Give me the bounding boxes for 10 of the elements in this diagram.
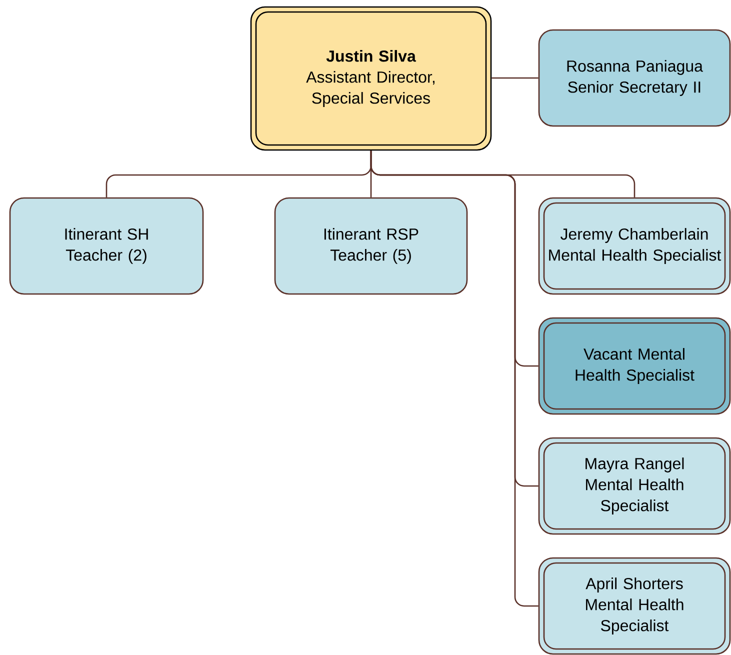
connector-line [492, 77, 538, 79]
org-box: Itinerant SH Teacher (2) [9, 197, 204, 295]
org-box: Itinerant RSP Teacher (5) [274, 197, 468, 295]
org-box: Vacant Mental Health Specialist [538, 317, 731, 415]
org-box: Rosanna Paniagua Senior Secretary II [538, 29, 731, 127]
org-box: Jeremy Chamberlain Mental Health Specialist [538, 197, 731, 295]
connector-line [370, 150, 538, 607]
org-box: April Shorters Mental Health Specialist [538, 557, 731, 655]
org-box: Mayra Rangel Mental Health Specialist [538, 437, 731, 535]
org-box: Justin Silva Assistant Director, Special Services [250, 6, 492, 151]
